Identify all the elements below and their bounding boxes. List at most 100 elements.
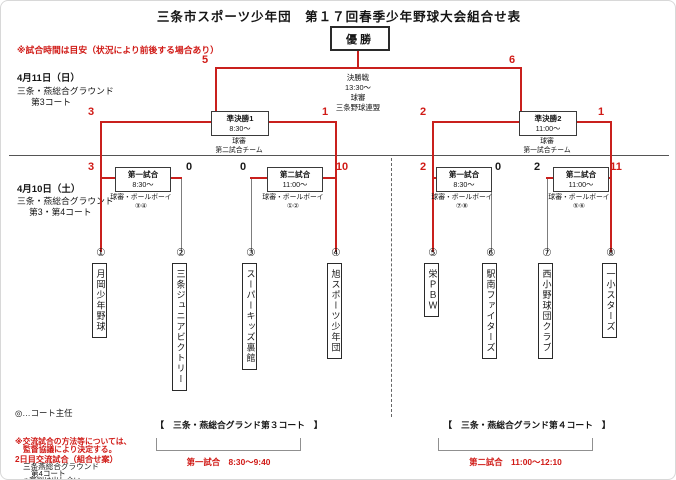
m4-umpire: ⑤⑥ <box>572 203 586 211</box>
final-info: 決勝戦 13:30～ 球審 三条野球連盟 <box>336 73 380 113</box>
sf2-time: 11:00～ <box>535 123 561 133</box>
sf1-name: 準決勝1 <box>226 114 254 123</box>
seed-number: ⑦ <box>542 247 552 259</box>
m4-label-box: 第二試合 11:00～ <box>553 167 609 193</box>
m3-label-box: 第一試合 8:30～ <box>436 167 492 193</box>
seed-number: ⑥ <box>486 247 496 259</box>
court-chief-legend: ◎…コート主任 <box>15 408 73 418</box>
team-box: 三条ジュニアビクトリー <box>172 263 188 391</box>
m4-name: 第二試合 <box>565 170 597 179</box>
exchange-match1-time: 第一試合 8:30～9:40 <box>186 457 271 467</box>
team-box: 駅南ファイターズ <box>482 263 498 359</box>
final-score-right: 6 <box>508 54 516 66</box>
m2-umpire-label: 球審・ボールボーイ <box>262 194 324 201</box>
time-note: ※試合時間は目安（状況により前後する場合あり） <box>17 45 219 55</box>
m3-umpire-note: 球審・ボールボーイ ⑦⑧ <box>431 193 492 211</box>
sf2-umpire: 第一試合チーム <box>523 147 571 155</box>
m2-umpire-note: 球審・ボールボーイ ①② <box>262 193 323 211</box>
page-title: 三条市スポーツ少年団 第１７回春季少年野球大会組合せ表 <box>156 10 522 24</box>
m2-name: 第二試合 <box>279 170 311 179</box>
m1-score-right: 0 <box>185 161 193 173</box>
day2-venue: 三条・燕総合グラウンド <box>17 86 114 96</box>
exchange-court: 第4コート <box>31 469 66 478</box>
sf2-score-right: 1 <box>597 106 605 118</box>
team3-line <box>251 178 252 252</box>
m1-time: 8:30～ <box>132 179 154 189</box>
sf1-umpire-label: 球審 <box>232 138 246 145</box>
team-box: 旭スポーツ少年団 <box>327 263 343 359</box>
m1-umpire-note: 球審・ボールボーイ ③④ <box>110 193 171 211</box>
m3-time: 8:30～ <box>453 179 475 189</box>
exchange-note-1: ※交流試合の方法等については、 <box>15 437 132 446</box>
seed-number: ② <box>176 247 186 259</box>
final-umpire-label: 球審 <box>350 92 366 102</box>
exchange-title: 2日目交流試合（組合せ案） <box>15 455 118 464</box>
team-box: 月岡少年野球 <box>92 263 108 338</box>
m1-name: 第一試合 <box>127 170 159 179</box>
exchange-venue: 三条燕総合グラウンド <box>23 462 99 471</box>
m2-score-right: 10 <box>335 161 349 173</box>
exchange-bracket-2 <box>438 438 593 451</box>
day2-date: 4月11日（日） <box>17 73 80 84</box>
sf2-score-left: 2 <box>419 106 427 118</box>
team2-line <box>181 178 182 252</box>
team-box: 西小野球団クラブ <box>538 263 554 359</box>
seed-number: ③ <box>246 247 256 259</box>
m3-name: 第一試合 <box>448 170 480 179</box>
team-box: 栄ＰＢＷ <box>424 263 440 317</box>
final-connector-line <box>216 67 522 69</box>
m2-score-left: 0 <box>239 161 247 173</box>
m1-umpire-label: 球審・ボールボーイ <box>110 194 172 201</box>
sf1-umpire: 第二試合チーム <box>215 147 263 155</box>
sf1-score-left: 3 <box>87 106 95 118</box>
final-time: 13:30～ <box>345 82 371 92</box>
final-right-line <box>520 67 522 123</box>
m4-time: 11:00～ <box>568 179 594 189</box>
team8-line-winner <box>610 121 612 252</box>
team6-line <box>491 178 492 252</box>
final-name: 決勝戦 <box>346 73 370 82</box>
seed-number: ⑧ <box>606 247 616 259</box>
final-score-left: 5 <box>201 54 209 66</box>
team1-line-winner <box>100 121 102 252</box>
m1-label-box: 第一試合 8:30～ <box>115 167 171 193</box>
sf2-umpire-note: 球審 第一試合チーム <box>523 137 570 155</box>
m3-score-left: 2 <box>419 161 427 173</box>
m2-label-box: 第二試合 11:00～ <box>267 167 323 193</box>
court3-label: 【 三条・燕総合グランド第３コート 】 <box>155 420 323 430</box>
m4-umpire-label: 球審・ボールボーイ <box>548 194 610 201</box>
team4-line-winner <box>335 121 337 252</box>
sf1-label-box: 準決勝1 8:30～ <box>211 111 269 137</box>
m3-umpire: ⑦⑧ <box>455 203 469 211</box>
day2-court: 第3コート <box>31 97 72 107</box>
sf2-umpire-label: 球審 <box>540 138 554 145</box>
seed-number: ① <box>96 247 106 259</box>
m1-score-left: 3 <box>87 161 95 173</box>
champion-box: 優勝 <box>330 26 390 51</box>
sf2-name: 準決勝2 <box>534 114 562 123</box>
court4-label: 【 三条・燕総合グランド第４コート 】 <box>443 420 611 430</box>
team-box: スーパーキッズ裏館 <box>242 263 258 370</box>
final-umpire: 三条野球連盟 <box>335 102 381 112</box>
exchange-umpire-note: ※審判は出し合い <box>23 475 81 479</box>
m4-score-left: 2 <box>533 161 541 173</box>
m1-umpire: ③④ <box>134 203 148 211</box>
sf1-score-right: 1 <box>321 106 329 118</box>
sf2-label-box: 準決勝2 11:00～ <box>519 111 577 137</box>
m4-score-right: 11 <box>610 161 622 173</box>
team-box: 一小スターズ <box>602 263 618 338</box>
exchange-bracket-1 <box>156 438 301 451</box>
day-divider-line <box>9 155 669 156</box>
m4-umpire-note: 球審・ボールボーイ ⑤⑥ <box>548 193 609 211</box>
seed-number: ④ <box>331 247 341 259</box>
champion-stub-line <box>357 47 359 69</box>
sf1-umpire-note: 球審 第二試合チーム <box>215 137 262 155</box>
m3-umpire-label: 球審・ボールボーイ <box>431 194 493 201</box>
day1-date: 4月10日（土） <box>17 184 81 195</box>
m2-umpire: ①② <box>286 203 300 211</box>
m2-time: 11:00～ <box>282 179 308 189</box>
day1-court: 第3・第4コート <box>29 207 92 217</box>
seed-number: ⑤ <box>428 247 438 259</box>
exchange-note-2: 監督協議により決定する。 <box>23 445 117 454</box>
